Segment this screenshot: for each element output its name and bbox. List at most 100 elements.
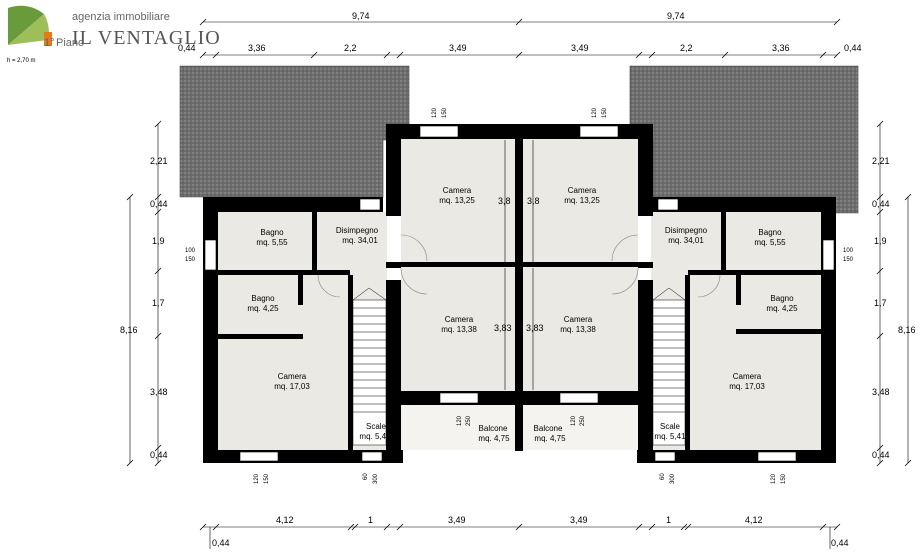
room-area: mq. 17,03 <box>274 382 310 391</box>
svg-text:3,8: 3,8 <box>527 196 540 206</box>
room-area: mq. 4,25 <box>247 304 279 313</box>
room-area: mq. 4,25 <box>766 304 798 313</box>
room-area: mq. 13,25 <box>564 196 600 205</box>
floor-label: Piano <box>56 37 84 49</box>
svg-text:1,7: 1,7 <box>152 298 165 308</box>
svg-text:0,44: 0,44 <box>844 43 862 53</box>
svg-text:150: 150 <box>185 257 196 263</box>
svg-text:0,44: 0,44 <box>150 199 168 209</box>
bottom-dimensions: 4,12 1 3,49 3,49 1 4,12 0,44 0,44 <box>199 515 849 549</box>
walls-left <box>203 124 523 463</box>
top-dimensions: 9,74 9,74 0,44 3,36 2,2 3,49 3,49 2,2 3,… <box>178 11 862 59</box>
svg-text:120: 120 <box>432 107 438 118</box>
svg-text:150: 150 <box>602 107 608 118</box>
room-area: mq. 5,41 <box>359 432 391 441</box>
svg-text:2,2: 2,2 <box>680 43 693 53</box>
room-area: mq. 34,01 <box>668 236 704 245</box>
svg-text:3,49: 3,49 <box>570 515 588 525</box>
svg-text:2,21: 2,21 <box>150 156 168 166</box>
svg-text:300: 300 <box>670 473 676 484</box>
svg-text:120: 120 <box>457 415 463 426</box>
room-name: Camera <box>564 315 593 324</box>
opening-notes: 120 150 120 150 100 150 100 150 120 250 … <box>185 107 854 484</box>
svg-text:3,49: 3,49 <box>449 43 467 53</box>
room-name: Camera <box>733 372 762 381</box>
svg-text:120: 120 <box>592 107 598 118</box>
svg-text:120: 120 <box>254 473 260 484</box>
room-name: Camera <box>445 315 474 324</box>
svg-text:0,44: 0,44 <box>178 43 196 53</box>
svg-text:60: 60 <box>363 473 369 480</box>
room-name: Camera <box>278 372 307 381</box>
room-area: mq. 13,38 <box>560 325 596 334</box>
room-name: Bagno <box>758 228 782 237</box>
stairs-right <box>652 287 686 446</box>
svg-text:300: 300 <box>373 473 379 484</box>
svg-text:8,16: 8,16 <box>120 325 138 335</box>
room-name: Balcone <box>479 424 508 433</box>
svg-text:60: 60 <box>660 473 666 480</box>
room-name: Bagno <box>770 294 794 303</box>
svg-text:250: 250 <box>580 415 586 426</box>
room-area: mq. 13,25 <box>439 196 475 205</box>
svg-text:150: 150 <box>264 473 270 484</box>
agency-logo: agenzia immobiliare IL VENTAGLIO 1° Pian… <box>7 5 220 64</box>
svg-text:3,49: 3,49 <box>448 515 466 525</box>
svg-text:3,48: 3,48 <box>872 387 890 397</box>
agency-label: agenzia immobiliare <box>72 11 170 23</box>
room-name: Camera <box>568 186 597 195</box>
svg-text:3,36: 3,36 <box>772 43 790 53</box>
logo-fan-icon <box>8 5 44 46</box>
svg-text:1,7: 1,7 <box>874 298 887 308</box>
svg-text:100: 100 <box>843 248 854 254</box>
svg-text:9,74: 9,74 <box>352 11 370 21</box>
svg-text:150: 150 <box>442 107 448 118</box>
room-area: mq. 4,75 <box>478 434 510 443</box>
room-name: Camera <box>443 186 472 195</box>
svg-text:250: 250 <box>466 415 472 426</box>
room-name: Disimpegno <box>336 226 379 235</box>
svg-text:2,2: 2,2 <box>344 43 357 53</box>
room-area: mq. 5,55 <box>754 238 786 247</box>
room-area: mq. 4,75 <box>534 434 566 443</box>
room-name: Scale <box>660 422 681 431</box>
svg-text:4,12: 4,12 <box>745 515 763 525</box>
room-labels: Camera mq. 13,25 Camera mq. 13,25 Camera… <box>247 186 798 443</box>
inner-dimensions: 3,8 3,8 3,83 3,83 <box>494 140 544 390</box>
svg-text:8,16: 8,16 <box>898 325 916 335</box>
svg-text:0,44: 0,44 <box>872 450 890 460</box>
svg-text:3,36: 3,36 <box>248 43 266 53</box>
svg-text:9,74: 9,74 <box>667 11 685 21</box>
roof-right <box>629 65 859 214</box>
svg-text:2,21: 2,21 <box>872 156 890 166</box>
svg-text:3,49: 3,49 <box>571 43 589 53</box>
room-name: Bagno <box>260 228 284 237</box>
room-area: mq. 34,01 <box>342 236 378 245</box>
room-area: mq. 5,55 <box>256 238 288 247</box>
svg-text:1: 1 <box>368 515 373 525</box>
room-area: mq. 5,41 <box>654 432 686 441</box>
roof-left <box>179 65 410 198</box>
right-dimensions: 8,16 2,21 0,44 1,9 1,7 3,48 0,44 <box>872 120 916 467</box>
svg-text:0,44: 0,44 <box>872 199 890 209</box>
svg-text:3,48: 3,48 <box>150 387 168 397</box>
svg-text:120: 120 <box>771 473 777 484</box>
room-name: Bagno <box>251 294 275 303</box>
windows <box>204 125 835 462</box>
room-area: mq. 13,38 <box>441 325 477 334</box>
svg-text:100: 100 <box>185 248 196 254</box>
svg-text:1: 1 <box>666 515 671 525</box>
svg-text:3,83: 3,83 <box>526 323 544 333</box>
svg-text:1,9: 1,9 <box>874 236 887 246</box>
svg-text:120: 120 <box>571 415 577 426</box>
stairs-left <box>352 287 387 446</box>
svg-text:3,8: 3,8 <box>498 196 511 206</box>
svg-text:1,9: 1,9 <box>152 236 165 246</box>
door-swings <box>317 234 721 298</box>
svg-text:150: 150 <box>781 473 787 484</box>
room-name: Disimpegno <box>665 226 708 235</box>
room-area: mq. 17,03 <box>729 382 765 391</box>
svg-text:3,83: 3,83 <box>494 323 512 333</box>
left-dimensions: 8,16 2,21 0,44 1,9 1,7 3,48 0,44 <box>120 120 168 467</box>
